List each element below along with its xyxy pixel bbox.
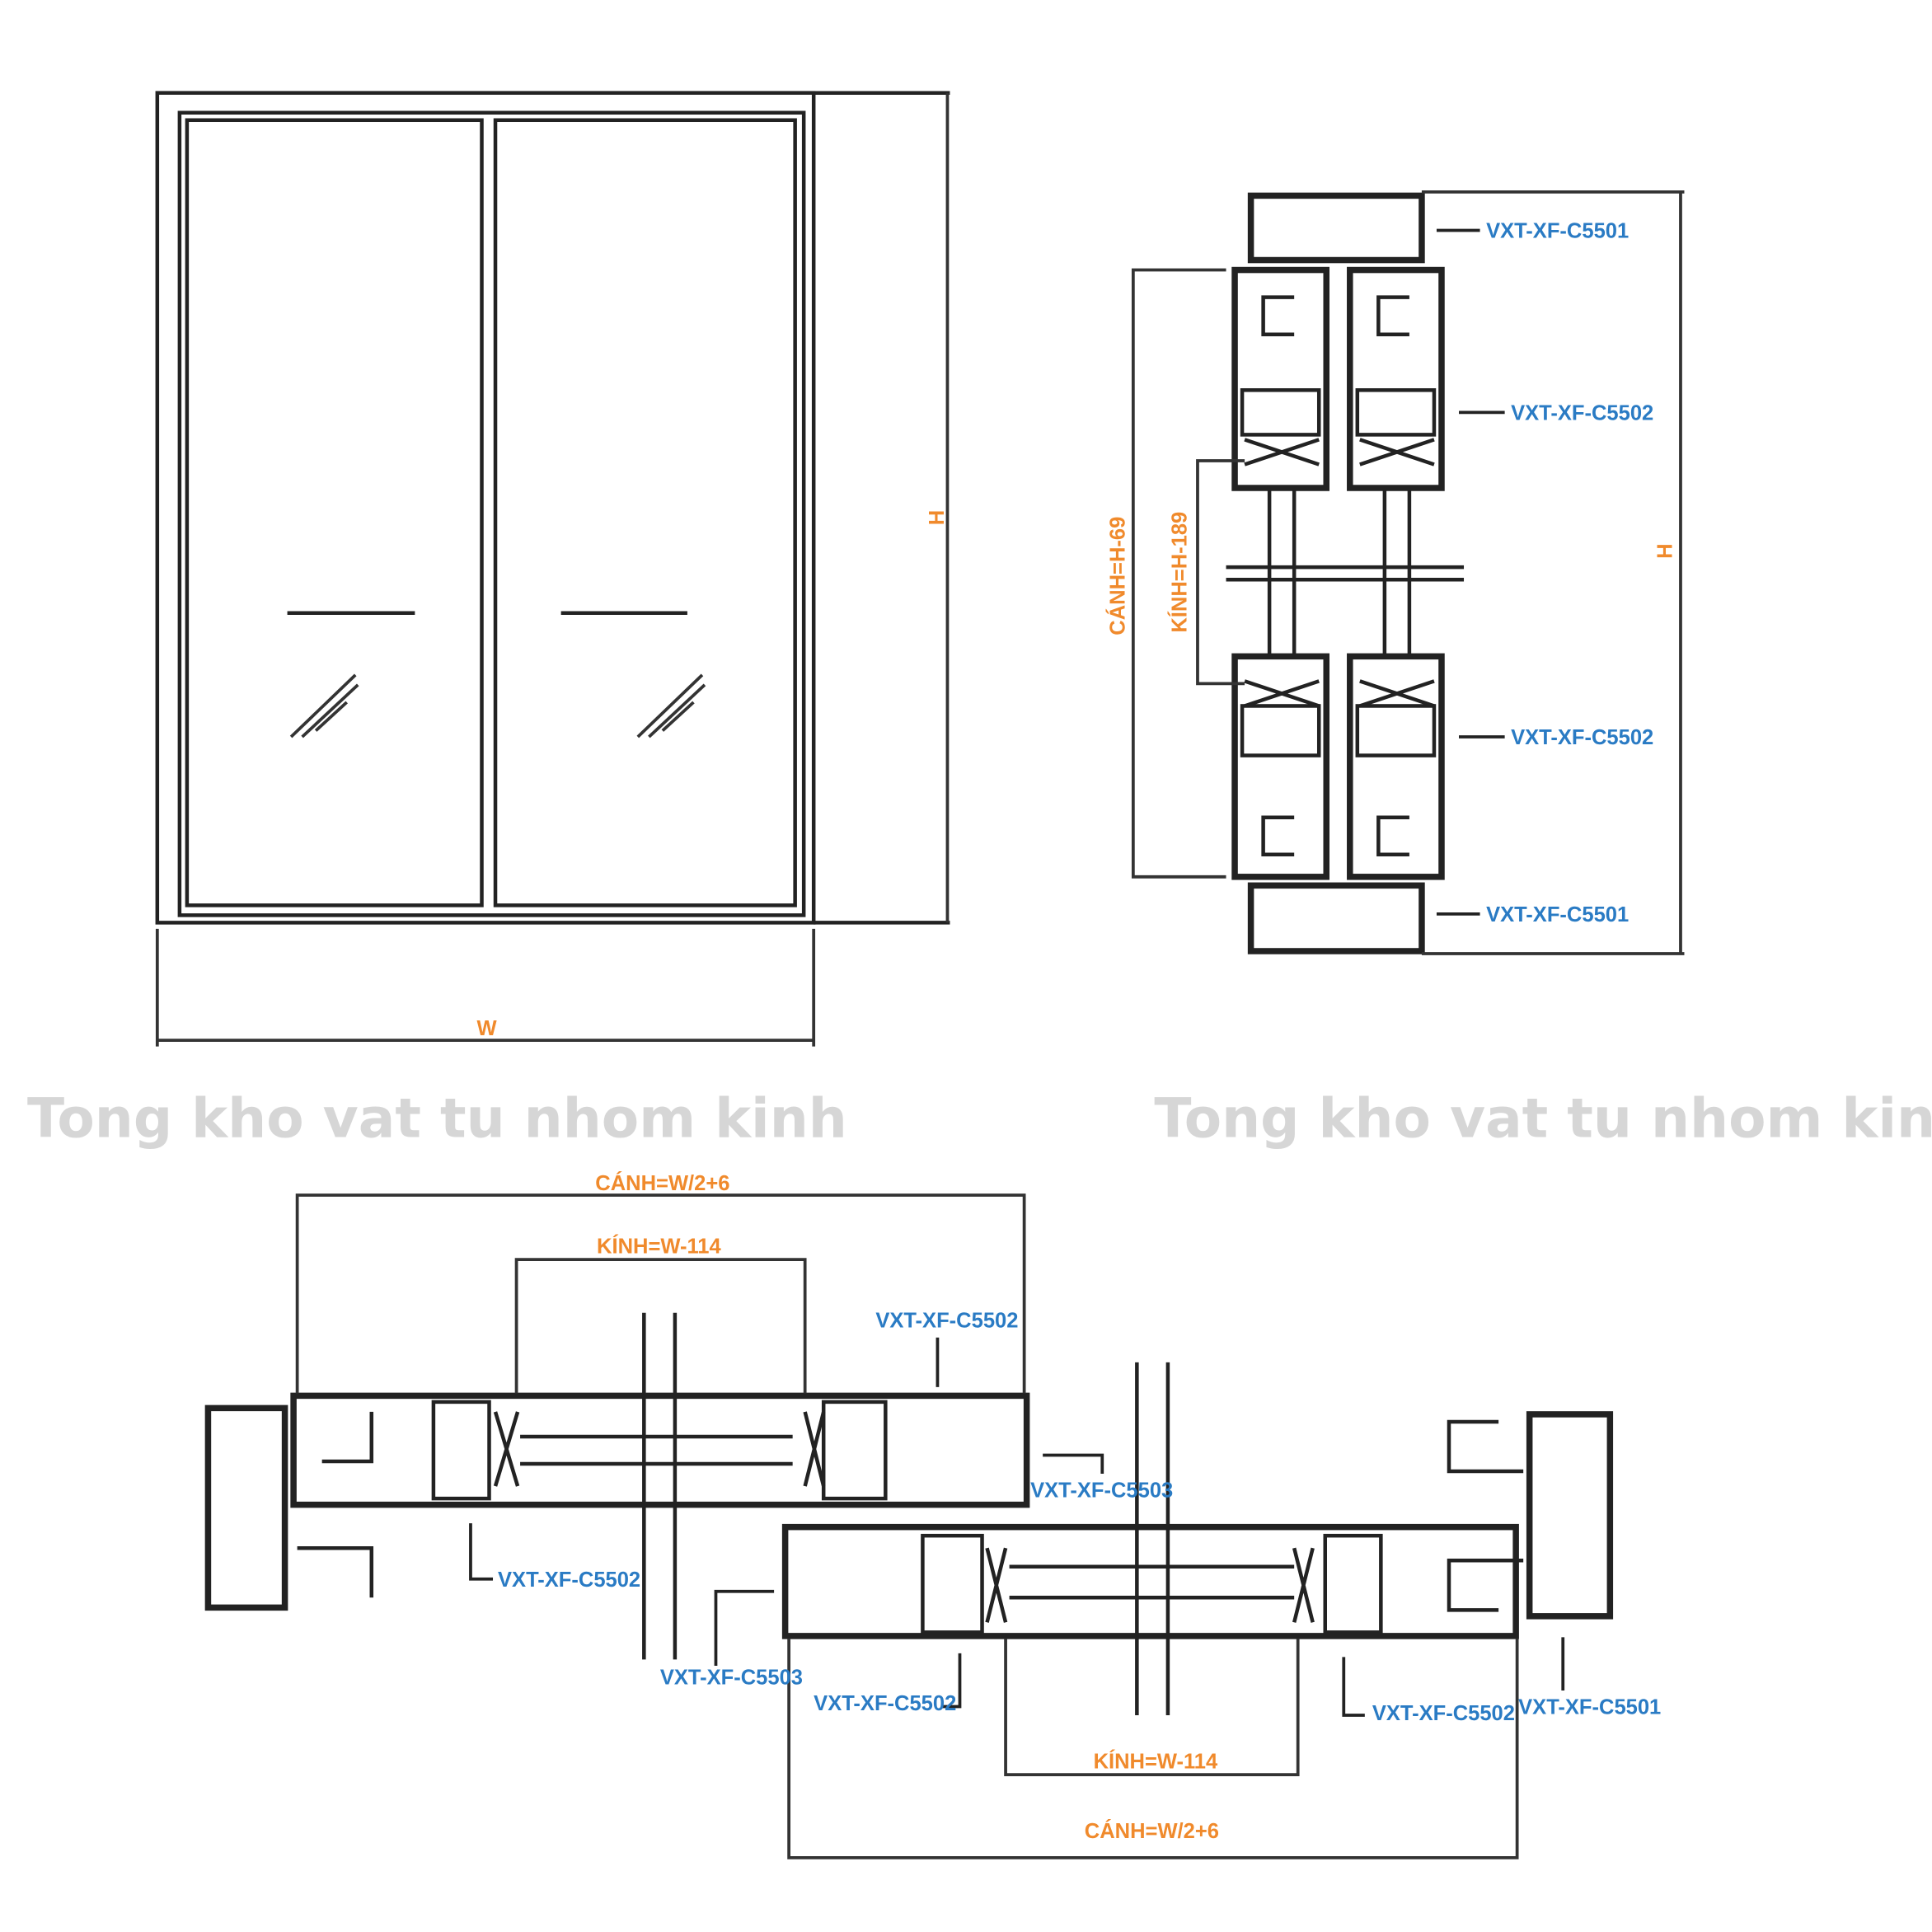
left-frame-profile bbox=[204, 1404, 288, 1611]
profile-label: VXT-XF-C5501 bbox=[1486, 219, 1629, 242]
watermark: Tong kho vat tu nhom kinh bbox=[1154, 1086, 1932, 1150]
profile-label: VXT-XF-C5502 bbox=[1511, 401, 1653, 424]
glass-top-dimension bbox=[514, 1258, 807, 1394]
outer-frame bbox=[155, 91, 816, 925]
glass-width-label: KÍNH=W-114 bbox=[1094, 1750, 1218, 1774]
profile-label: VXT-XF-C5502 bbox=[498, 1569, 640, 1592]
left-sash bbox=[185, 118, 484, 907]
profile-label: VXT-XF-C5502 bbox=[1511, 726, 1653, 749]
profile-label: VXT-XF-C5503 bbox=[1030, 1479, 1173, 1503]
profile-label: VXT-XF-C5501 bbox=[1486, 903, 1629, 926]
lower-sash-right bbox=[1347, 653, 1445, 880]
right-frame-profile bbox=[1526, 1411, 1614, 1620]
sash-height-label: CÁNH=H-69 bbox=[1105, 517, 1129, 635]
profile-label: VXT-XF-C5503 bbox=[660, 1666, 803, 1689]
right-sash bbox=[493, 118, 797, 907]
glass-dimension-bracket bbox=[1196, 459, 1245, 686]
glass-height-label: KÍNH=H-189 bbox=[1167, 512, 1191, 633]
sash-width-label: CÁNH=W/2+6 bbox=[1085, 1819, 1219, 1843]
profile-label: VXT-XF-C5502 bbox=[1372, 1702, 1515, 1725]
callout-arrows bbox=[469, 1337, 1565, 1717]
lower-sash-left bbox=[1231, 653, 1330, 880]
glass-hatch-right bbox=[636, 673, 706, 739]
sash-top-dimension bbox=[295, 1193, 1026, 1394]
upper-sash-profile bbox=[290, 1392, 1030, 1508]
sash-bottom-dimension bbox=[787, 1638, 1519, 1859]
top-frame-profile bbox=[1247, 192, 1425, 264]
window-elevation: W H bbox=[155, 91, 950, 1047]
width-label: W bbox=[476, 1017, 497, 1040]
glass-hatch-left bbox=[289, 673, 359, 739]
horizontal-section: CÁNH=W/2+6 KÍNH=W-114 KÍNH=W-114 CÁNH=W/… bbox=[204, 1171, 1661, 1859]
vertical-section: H CÁNH=H-69 KÍNH=H-189 VXT-XF-C5501 VXT-… bbox=[1105, 190, 1685, 955]
profile-label: VXT-XF-C5502 bbox=[875, 1310, 1018, 1333]
height-label: H bbox=[926, 510, 949, 525]
sash-dimension-bracket bbox=[1131, 268, 1226, 879]
callout-arrows bbox=[1436, 228, 1505, 916]
bottom-frame-profile bbox=[1247, 882, 1425, 954]
upper-sash-right bbox=[1347, 266, 1445, 491]
upper-sash-left bbox=[1231, 266, 1330, 491]
glass-bottom-dimension bbox=[1004, 1638, 1300, 1777]
profile-label: VXT-XF-C5501 bbox=[1518, 1696, 1661, 1719]
watermark: Tong kho vat tu nhom kinh bbox=[27, 1086, 847, 1150]
lower-sash-profile bbox=[781, 1523, 1519, 1639]
glass-width-label: KÍNH=W-114 bbox=[597, 1235, 721, 1259]
profile-label: VXT-XF-C5502 bbox=[814, 1692, 956, 1715]
sash-width-label: CÁNH=W/2+6 bbox=[595, 1171, 729, 1195]
height-label: H bbox=[1653, 543, 1676, 558]
